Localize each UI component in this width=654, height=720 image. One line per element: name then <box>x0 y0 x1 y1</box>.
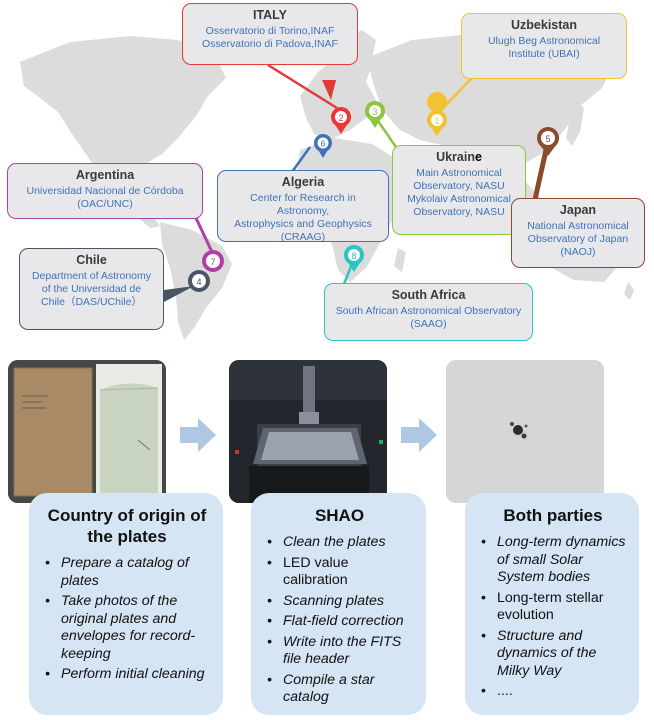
list-item: Clean the plates <box>263 534 416 552</box>
callout-uzbekistan-institutions: Ulugh Beg Astronomical Institute (UBAI) <box>487 35 601 61</box>
callout-ukraine-country-end: e <box>474 150 482 164</box>
callout-argentina-institutions: Universidad Nacional de Córdoba (OAC/UNC… <box>26 185 184 211</box>
pin-2-label: 2 <box>338 113 343 123</box>
callout-japan-country: Japan <box>559 203 597 217</box>
pin-7: 7 <box>202 250 224 272</box>
callout-uzbekistan-country: Uzbekistan <box>511 18 577 32</box>
callout-ukraine: Ukraine Main Astronomical Observatory, N… <box>392 145 526 235</box>
list-item: Prepare a catalog of plates <box>41 555 213 590</box>
list-item: Scanning plates <box>263 593 416 611</box>
pin-4-label: 4 <box>196 277 201 287</box>
pin-5-label: 5 <box>545 134 550 144</box>
pin-8-label: 8 <box>351 251 356 261</box>
list-item: .... <box>477 683 629 701</box>
japan-connector <box>531 149 549 205</box>
panel-country-of-origin-list: Prepare a catalog of plates Take photos … <box>41 555 213 684</box>
italy-pointer <box>322 80 336 100</box>
panel-both-parties-title: Both parties <box>503 506 603 525</box>
panel-country-of-origin: Country of origin of the plates Prepare … <box>29 493 223 715</box>
callout-chile: Chile Department of Astronomy of the Uni… <box>19 248 164 330</box>
list-item: Flat-field correction <box>263 613 416 631</box>
callout-algeria: Algeria Center for Research in Astronomy… <box>217 170 389 244</box>
list-item: Take photos of the original plates and e… <box>41 593 213 663</box>
photo-scanner <box>229 360 387 503</box>
pin-7-label: 7 <box>210 257 215 267</box>
pin-4: 4 <box>188 270 210 292</box>
pin-3: 3 <box>365 101 385 128</box>
callout-italy: ITALY Osservatorio di Torino,INAF Osserv… <box>182 3 358 65</box>
callout-japan-institutions: National Astronomical Observatory of Jap… <box>527 220 629 259</box>
pin-1-label: 1 <box>434 116 439 126</box>
scanner-image <box>229 360 387 503</box>
panel-both-parties: Both parties Long-term dynamics of small… <box>465 493 639 715</box>
callout-south-africa-institutions: South African Astronomical Observatory (… <box>335 305 522 331</box>
panel-shao-list: Clean the plates LED value calibration S… <box>263 534 416 707</box>
pin-6-label: 6 <box>321 139 326 149</box>
chile-connector <box>164 286 194 302</box>
list-item: Structure and dynamics of the Milky Way <box>477 628 629 681</box>
callout-ukraine-country: Ukraine <box>399 150 519 164</box>
list-item: Perform initial cleaning <box>41 666 213 684</box>
list-item: Compile a star catalog <box>263 672 416 707</box>
ukraine-connector <box>374 117 400 151</box>
callout-argentina: Argentina Universidad Nacional de Córdob… <box>7 163 203 219</box>
callout-japan: Japan National Astronomical Observatory … <box>511 198 645 268</box>
callout-algeria-institutions: Center for Research in Astronomy, Astrop… <box>234 192 372 244</box>
pin-5: 5 <box>537 127 559 156</box>
callout-south-africa-country: South Africa <box>391 288 466 302</box>
argentina-connector <box>194 217 214 253</box>
plate-envelope-image <box>8 360 166 503</box>
list-item: Write into the FITS file header <box>263 634 416 669</box>
photo-scanned-plate <box>446 360 604 503</box>
flow-arrow-1 <box>180 418 216 452</box>
panel-shao: SHAO Clean the plates LED value calibrat… <box>251 493 426 715</box>
list-item: Long-term dynamics of small Solar System… <box>477 534 629 587</box>
panel-country-of-origin-title: Country of origin of the plates <box>47 506 207 546</box>
pin-8: 8 <box>344 245 364 272</box>
south-africa-connector <box>342 263 354 285</box>
callout-chile-country: Chile <box>76 253 107 267</box>
callout-ukraine-institutions: Main Astronomical Observatory, NASU Myko… <box>407 167 511 219</box>
panel-shao-title: SHAO <box>314 506 365 525</box>
panel-both-parties-list: Long-term dynamics of small Solar System… <box>477 534 629 701</box>
pin-3-label: 3 <box>372 107 377 117</box>
callout-ukraine-country-main: Ukrain <box>436 150 475 164</box>
pin-2: 2 <box>331 107 351 134</box>
scanned-plate-image <box>446 360 604 503</box>
photo-plate-and-envelope <box>8 360 166 503</box>
callout-uzbekistan: Uzbekistan Ulugh Beg Astronomical Instit… <box>461 13 627 79</box>
callout-south-africa: South Africa South African Astronomical … <box>324 283 533 341</box>
algeria-connector <box>290 146 312 173</box>
list-item: Long-term stellar evolution <box>477 590 629 625</box>
flow-arrow-2 <box>401 418 437 452</box>
pin-1: 1 <box>427 92 448 136</box>
italy-connector <box>267 63 338 110</box>
callout-italy-country: ITALY <box>252 8 288 22</box>
callout-algeria-country: Algeria <box>281 175 325 189</box>
callout-chile-institutions: Department of Astronomy of the Universid… <box>31 270 152 309</box>
pin-6: 6 <box>314 134 332 158</box>
list-item: LED value calibration <box>263 555 416 590</box>
callout-argentina-country: Argentina <box>75 168 135 182</box>
callout-italy-institutions: Osservatorio di Torino,INAF Osservatorio… <box>202 25 338 51</box>
